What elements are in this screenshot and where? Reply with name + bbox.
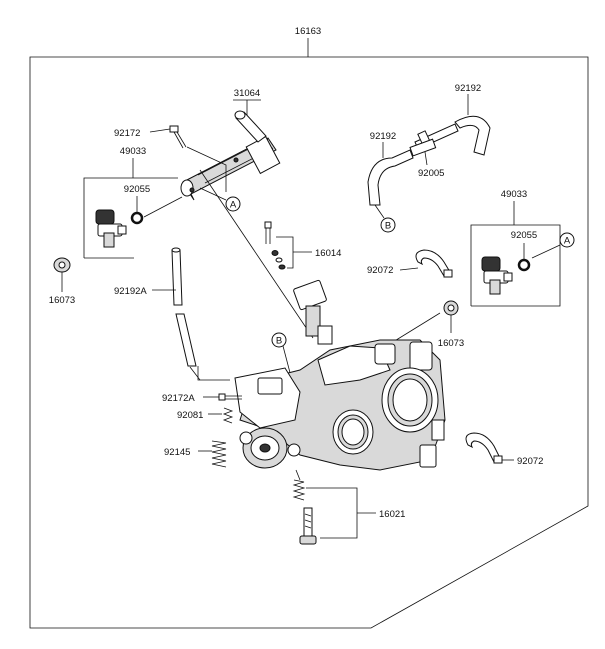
- label-hose-1: 92192: [455, 83, 481, 94]
- screw-92172: [169, 125, 187, 149]
- label-fuel-pipe: 31064: [234, 88, 260, 99]
- hose-a-part: [171, 247, 197, 367]
- injector-right-part: [481, 256, 513, 295]
- label-screw-a: 92172A: [162, 393, 195, 404]
- callout-b-body: [271, 332, 287, 348]
- throttle-body-part: [234, 279, 446, 471]
- oring-right: [517, 258, 531, 272]
- label-assembly: 16163: [295, 26, 321, 37]
- clamp-bottom-part: [465, 432, 503, 464]
- label-oring-right: 92055: [511, 230, 537, 241]
- hose-lower-part: [367, 149, 414, 206]
- label-adjust-screw: 16021: [379, 509, 405, 520]
- label-spring-large: 92145: [164, 447, 190, 458]
- joint-part: [409, 138, 437, 166]
- label-injector-left: 49033: [120, 146, 146, 157]
- label-spring-small: 92081: [177, 410, 203, 421]
- callout-b-hose: [380, 217, 396, 233]
- label-oring-left: 92055: [124, 184, 150, 195]
- svg-text:A: A: [230, 200, 237, 211]
- svg-text:A: A: [564, 236, 571, 247]
- label-hose-2: 92192: [370, 131, 396, 142]
- hose-upper-part: [414, 115, 491, 156]
- spring-small-part: [222, 407, 234, 424]
- label-joint: 92005: [418, 168, 444, 179]
- adjust-screw-part: [292, 479, 317, 545]
- label-screw-top: 92172: [114, 128, 140, 139]
- callout-a-right: [559, 232, 575, 248]
- clamp-top-part: [415, 249, 453, 278]
- label-cap-left: 16073: [49, 295, 75, 306]
- spring-large-part: [211, 440, 227, 468]
- label-screw-set: 16014: [315, 248, 341, 259]
- injector-left-part: [95, 209, 127, 248]
- label-hose-a: 92192A: [114, 286, 147, 297]
- label-injector-right: 49033: [501, 189, 527, 200]
- label-clamp-top: 92072: [367, 265, 393, 276]
- assembly-frame: [29, 56, 589, 629]
- label-cap-right: 16073: [438, 338, 464, 349]
- oring-left: [130, 211, 144, 225]
- svg-text:B: B: [276, 336, 282, 347]
- fuel-pipe-part: [180, 110, 281, 201]
- label-clamp-bottom: 92072: [517, 456, 543, 467]
- callout-a-top: [225, 196, 241, 212]
- svg-text:B: B: [385, 221, 391, 232]
- screw-set-part: [264, 221, 286, 270]
